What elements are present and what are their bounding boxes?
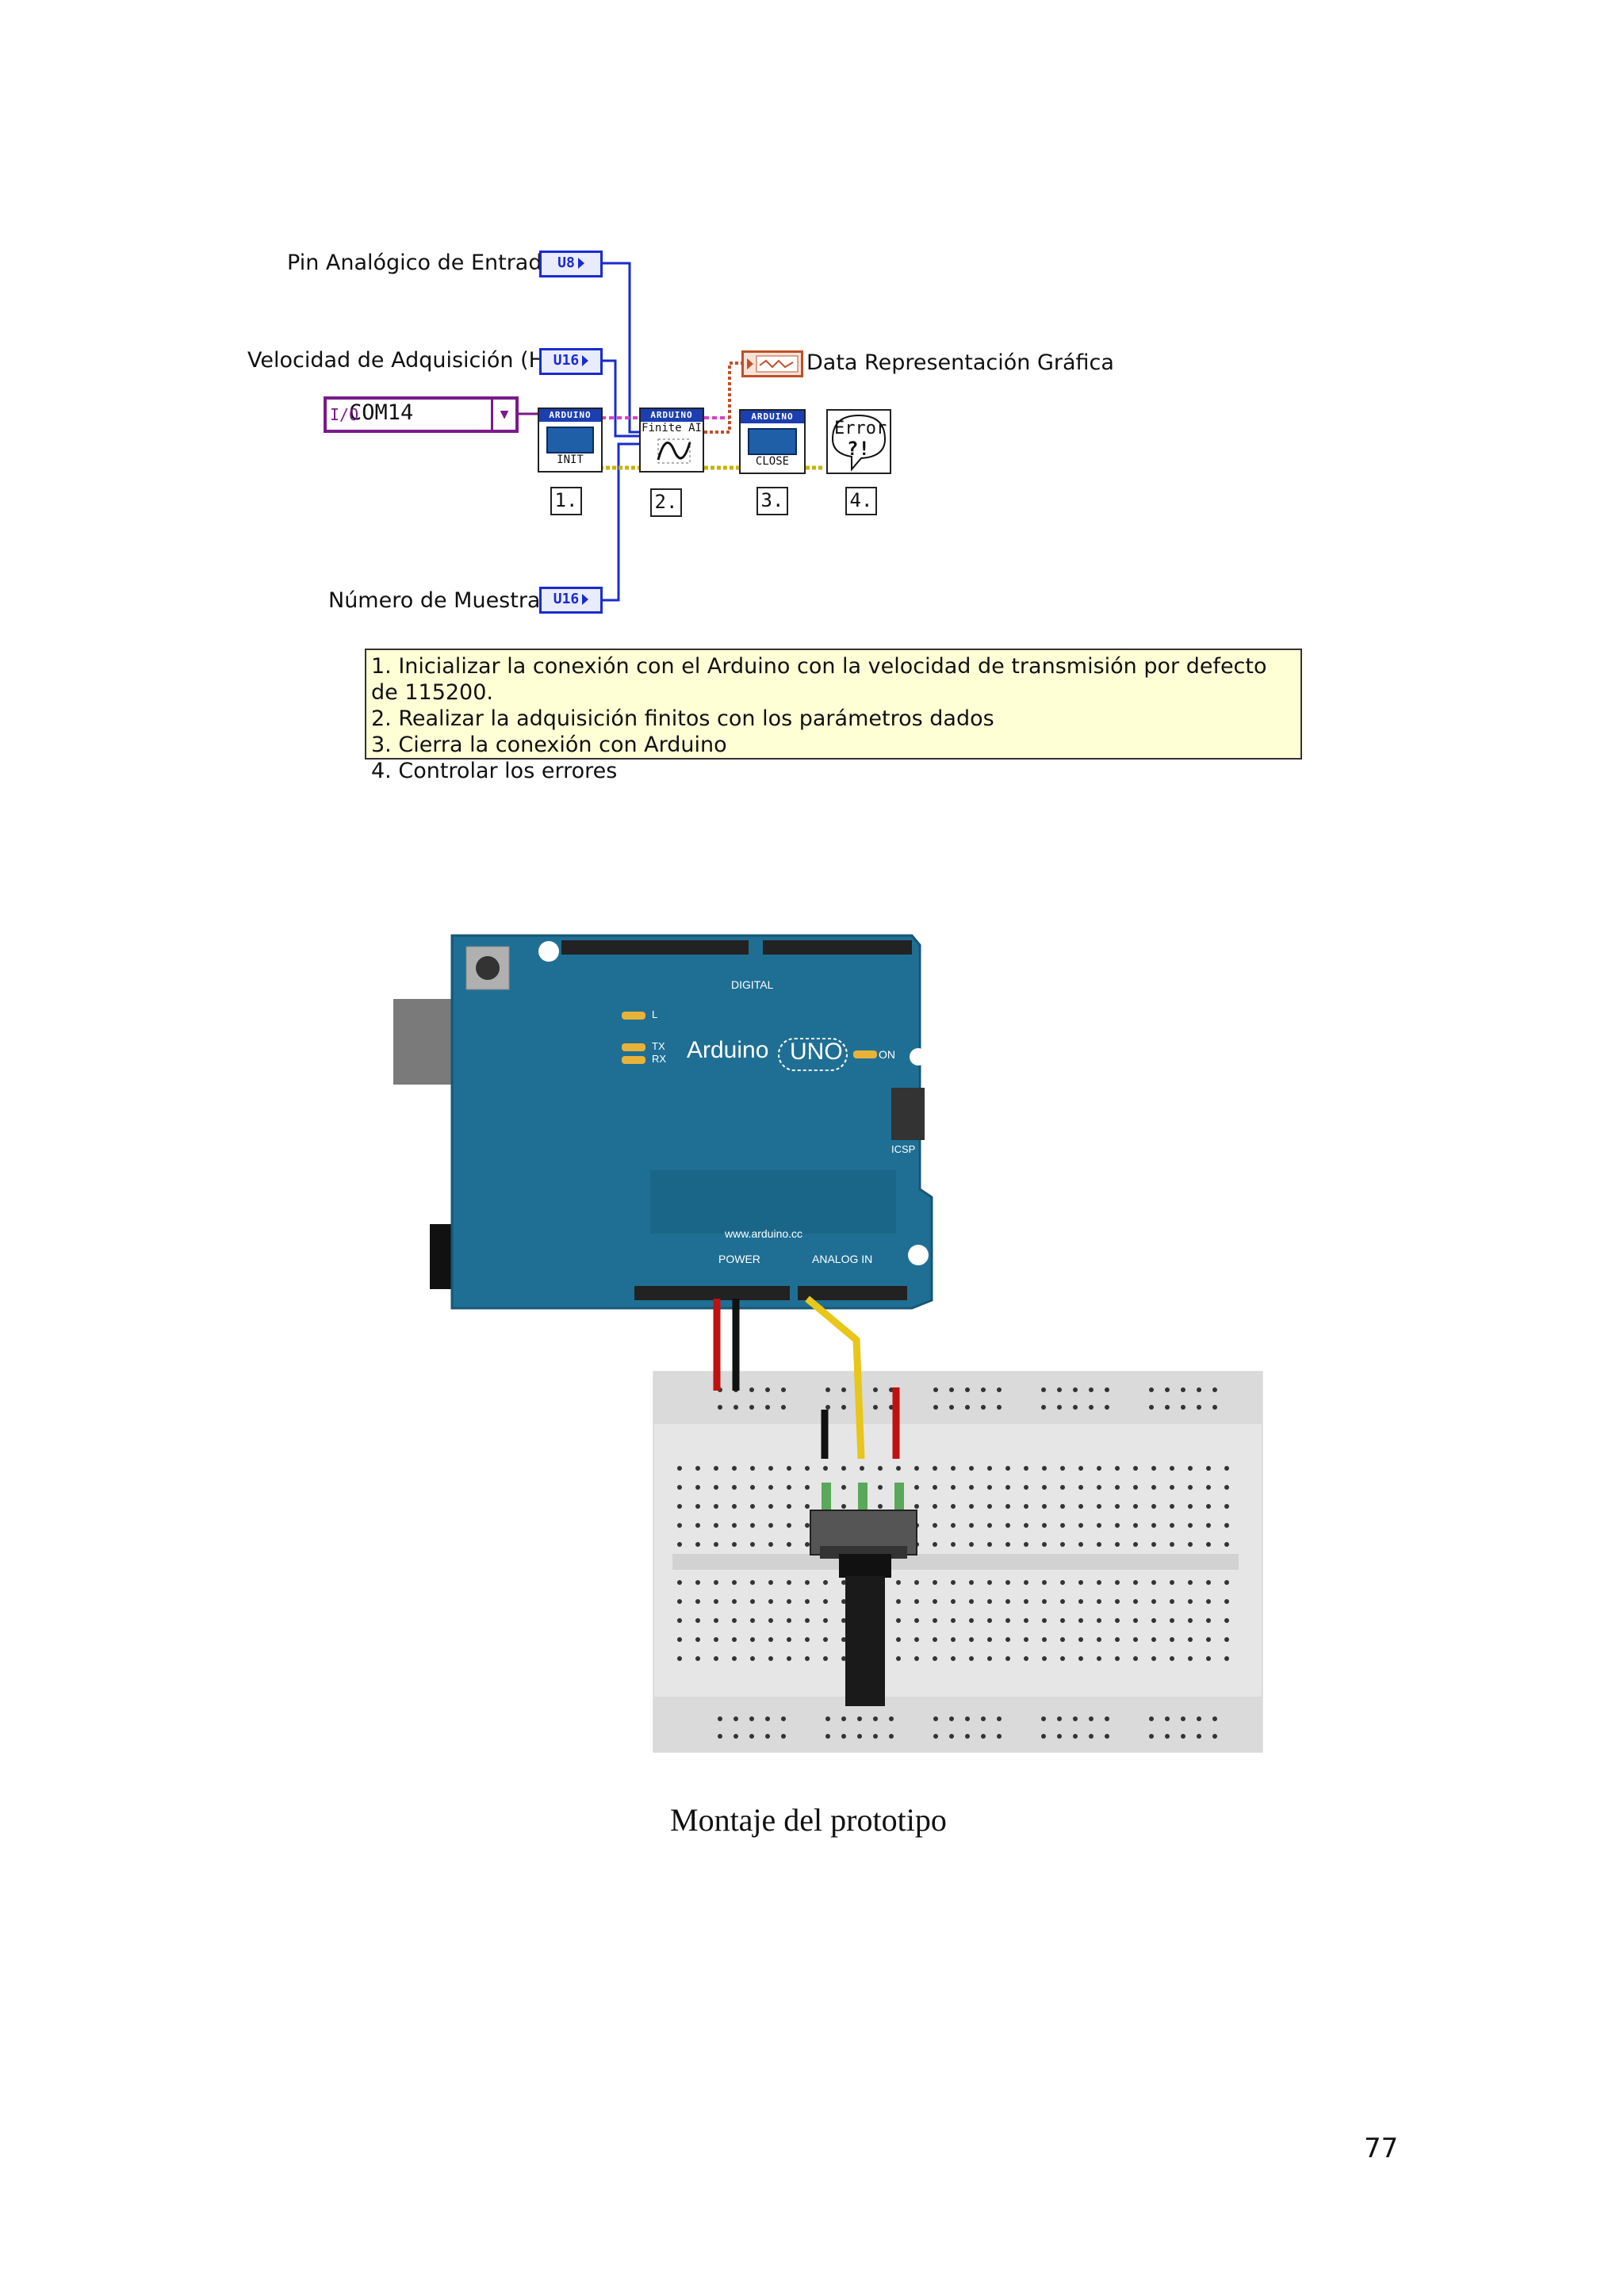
step-label: 2. [650,488,682,517]
speed-type: U16 [553,352,580,369]
board-digital-label: DIGITAL [731,978,774,991]
vi-error[interactable]: Error ?! [826,409,891,474]
pin-label: Pin Analógico de Entrada [287,251,556,275]
figure-caption: Montaje del prototipo [670,1802,947,1838]
samples-label: Número de Muestras [328,588,552,613]
error-speech-bubble-icon [831,414,887,472]
speed-label: Velocidad de Adquisición (HZ) [247,348,568,373]
note-line: 1. Inicializar la conexión con el Arduin… [371,654,1267,705]
dropdown-arrow-icon[interactable]: ▼ [491,400,515,430]
note-line: 3. Cierra la conexión con Arduino [371,733,727,757]
pin-type: U8 [557,254,575,271]
visa-value: COM14 [349,400,414,425]
board-l-label: L [652,1008,658,1020]
samples-type: U16 [553,591,580,607]
step-label: 3. [756,487,788,515]
vi-finite-header: ARDUINO [641,409,703,422]
play-icon [582,594,589,605]
play-icon [577,258,584,269]
arduino-board-icon [748,428,797,455]
vi-finite-sub: Finite AI [642,422,702,434]
board-icsp-label: ICSP [891,1143,916,1155]
sine-wave-icon [657,438,691,464]
arduino-board-icon [546,427,594,453]
vi-close[interactable]: ARDUINO CLOSE [739,409,806,474]
vi-init-header: ARDUINO [539,409,601,422]
play-icon [582,355,589,366]
waveform-icon [747,355,799,373]
step-label: 1. [550,487,582,515]
note-line: 2. Realizar la adquisición finitos con l… [371,706,994,731]
vi-init[interactable]: ARDUINO INIT [538,408,603,473]
visa-icon: I/O [330,405,359,424]
graph-label: Data Representación Gráfica [806,350,1114,375]
error-symbol: ?! [847,438,870,460]
board-tx-label: TX [652,1040,665,1052]
graph-indicator[interactable] [741,350,803,377]
board-url: www.arduino.cc [725,1227,803,1240]
board-on-label: ON [879,1048,895,1061]
board-model: UNO [790,1039,843,1065]
note-line: 4. Controlar los errores [371,759,618,783]
board-power-label: POWER [718,1253,760,1265]
vi-finite-ai[interactable]: ARDUINO Finite AI [639,408,704,473]
board-brand: Arduino [687,1037,769,1063]
prototype-illustration [393,934,1263,1753]
diagram-notes: 1. Inicializar la conexión con el Arduin… [365,649,1302,783]
samples-type-control[interactable]: U16 [539,587,603,614]
step-label: 4. [845,487,877,515]
vi-init-footer: INIT [557,453,584,466]
error-text: Error [834,419,887,438]
board-rx-label: RX [652,1053,667,1065]
vi-close-header: ARDUINO [741,411,804,423]
visa-resource-select[interactable]: I/O COM14 ▼ [324,396,519,433]
pin-type-control[interactable]: U8 [539,251,603,277]
vi-close-footer: CLOSE [755,455,790,468]
page-number: 77 [1364,2133,1399,2164]
speed-type-control[interactable]: U16 [539,348,603,375]
board-analog-label: ANALOG IN [812,1253,873,1265]
